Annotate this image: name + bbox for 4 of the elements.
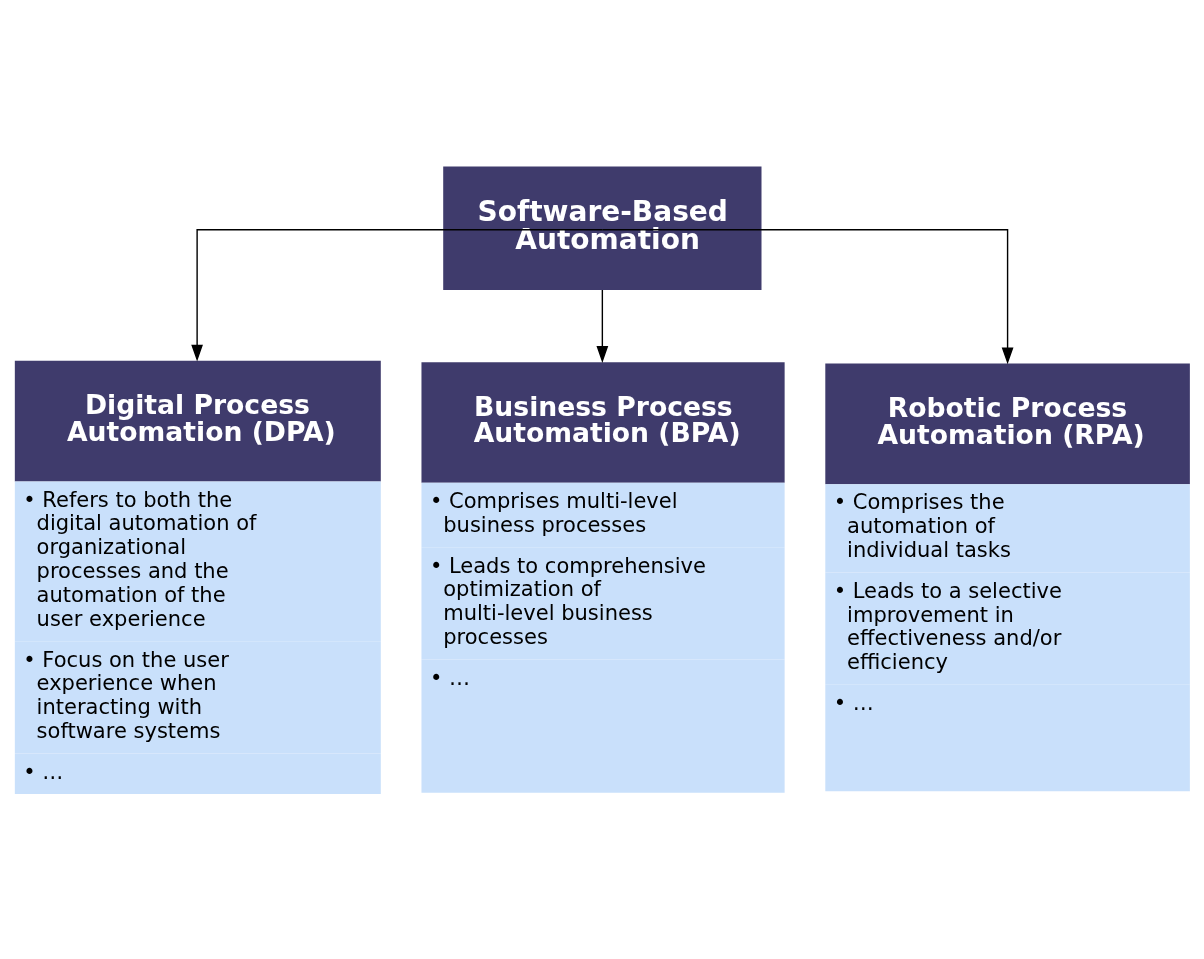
arrow	[191, 228, 604, 362]
arrow	[601, 228, 1014, 364]
node-box: Software-Based Automation	[443, 166, 762, 290]
arrow	[596, 288, 609, 363]
